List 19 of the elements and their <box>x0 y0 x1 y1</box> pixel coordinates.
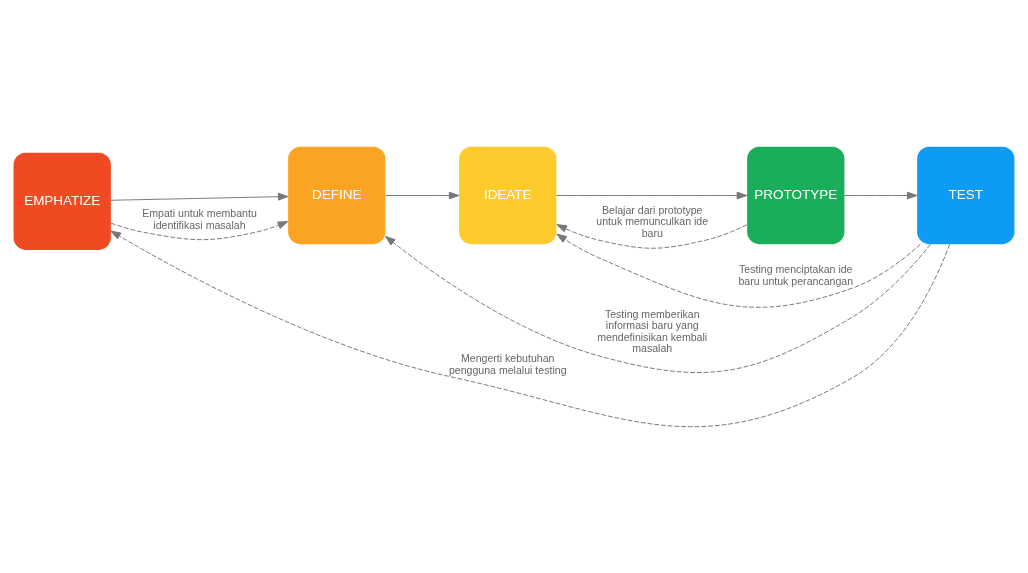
edge-label: Empati untuk membantu identifikasi masalah <box>142 206 257 231</box>
arrow <box>556 223 748 249</box>
arrow <box>556 191 748 199</box>
arrow <box>385 235 931 373</box>
edge-label: Testing menciptakan ide baru untuk perancangan <box>738 262 854 287</box>
edge-label: Mengerti kebutuhan pengguna melalui testing <box>448 351 567 376</box>
arrow <box>110 230 951 427</box>
arrow <box>385 191 460 199</box>
node-box: EMPHATIZE <box>13 152 111 250</box>
edge-label: Belajar dari prototype untuk memunculkan ide baru <box>596 203 709 239</box>
arrow <box>843 191 918 199</box>
arrow <box>110 220 289 240</box>
node-box: DEFINE <box>288 146 386 244</box>
arrow <box>110 192 289 201</box>
node-box: PROTOTYPE <box>747 146 845 244</box>
edge-label: Testing memberikan informasi baru yang mendefinisikan kembali masalah <box>597 307 708 354</box>
arrow <box>556 233 921 308</box>
node-box: TEST <box>917 146 1015 244</box>
node-box: IDEATE <box>459 146 557 244</box>
